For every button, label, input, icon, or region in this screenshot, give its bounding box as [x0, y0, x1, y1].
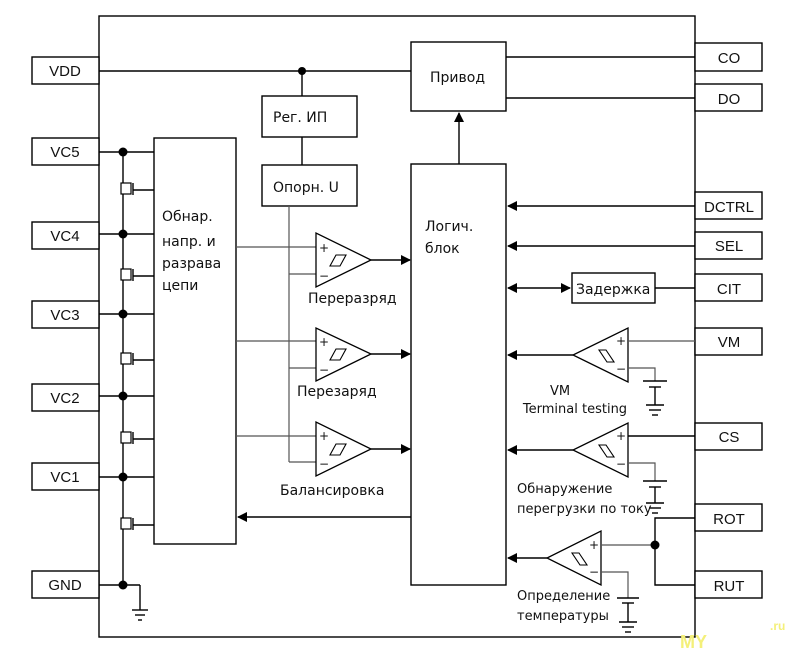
pin-dctrl[interactable]: DCTRL	[694, 191, 763, 220]
balancing-mosfet-4	[120, 268, 154, 281]
overdischarge-label: Переразряд	[308, 291, 397, 307]
pin-vc4[interactable]: VC4	[31, 221, 100, 250]
watermark-right: .ru	[770, 619, 785, 633]
balancing-mosfet-5	[120, 182, 154, 195]
pin-vc5[interactable]: VC5	[31, 137, 100, 166]
svg-text:−: −	[319, 269, 329, 283]
pin-sel[interactable]: SEL	[694, 231, 763, 260]
pin-co-label: CO	[718, 50, 741, 67]
detector-label-line3: разрава	[162, 256, 221, 272]
pin-cit-label: CIT	[717, 281, 741, 298]
pin-vc3-label: VC3	[50, 307, 79, 324]
vm-label-line1: VM	[550, 384, 570, 399]
comparator-balancing: + − Балансировка	[236, 420, 411, 499]
comparator-temperature: + − Определение температуры	[507, 517, 695, 633]
comparator-overcurrent: + − Обнаружение перегрузки по току	[507, 421, 695, 517]
overcurrent-label-line2: перегрузки по току	[517, 502, 652, 517]
balancing-mosfet-3	[120, 352, 154, 365]
driver-block: Привод	[410, 41, 507, 112]
vm-label-line2: Terminal testing	[522, 402, 627, 417]
driver-label: Привод	[430, 70, 485, 86]
balancing-label: Балансировка	[280, 483, 384, 499]
reference-label: Опорн. U	[273, 180, 339, 196]
pin-gnd[interactable]: GND	[31, 570, 100, 599]
detector-label-line4: цепи	[162, 278, 198, 294]
svg-text:−: −	[616, 362, 626, 376]
comparator-vm: + − VM Terminal testing	[507, 326, 695, 417]
pin-sel-label: SEL	[715, 238, 743, 255]
pin-rot[interactable]: ROT	[694, 503, 763, 532]
detector-block: Обнар. напр. и разрава цепи	[153, 137, 237, 545]
balancing-mosfet-1	[120, 517, 154, 530]
hysteresis-icon	[329, 443, 347, 456]
svg-text:+: +	[319, 335, 329, 349]
hysteresis-icon	[329, 254, 347, 267]
pin-dctrl-label: DCTRL	[704, 199, 754, 216]
comparator-overdischarge: + − Переразряд	[236, 231, 411, 307]
pin-vc3[interactable]: VC3	[31, 300, 100, 329]
pin-vc1-label: VC1	[50, 469, 79, 486]
reference-block: Опорн. U	[261, 164, 358, 207]
balancing-mosfet-2	[120, 431, 154, 444]
hysteresis-icon	[597, 444, 616, 458]
delay-label: Задержка	[576, 282, 650, 298]
overcurrent-label-line1: Обнаружение	[517, 482, 612, 497]
svg-text:−: −	[319, 457, 329, 471]
svg-text:+: +	[616, 334, 626, 348]
pin-rut[interactable]: RUT	[694, 570, 763, 599]
pin-cs[interactable]: CS	[694, 422, 763, 451]
hysteresis-icon	[570, 552, 589, 566]
pin-gnd-label: GND	[48, 577, 82, 594]
junction-dot	[650, 540, 660, 550]
svg-text:+: +	[319, 429, 329, 443]
pin-vc1[interactable]: VC1	[31, 462, 100, 491]
delay-block: Задержка	[571, 272, 656, 304]
comparator-overcharge: + − Перезаряд	[236, 326, 411, 400]
detector-label-line1: Обнар.	[162, 209, 213, 225]
hysteresis-icon	[597, 349, 616, 363]
ground-icon	[132, 585, 148, 621]
hysteresis-icon	[329, 348, 347, 361]
detector-label-line2: напр. и	[162, 234, 216, 250]
regulator-block: Рег. ИП	[261, 95, 358, 138]
svg-text:−: −	[616, 457, 626, 471]
svg-text:+: +	[319, 241, 329, 255]
pin-cit[interactable]: CIT	[694, 273, 763, 302]
svg-text:+: +	[589, 538, 599, 552]
svg-text:+: +	[616, 429, 626, 443]
pin-vm[interactable]: VM	[694, 327, 763, 356]
pin-vdd-label: VDD	[49, 63, 81, 80]
temperature-label-line1: Определение	[517, 589, 610, 604]
svg-text:−: −	[589, 565, 599, 579]
logic-label-line2: блок	[425, 241, 460, 257]
svg-text:−: −	[319, 363, 329, 377]
pin-vc4-label: VC4	[50, 228, 79, 245]
pin-rut-label: RUT	[714, 578, 745, 595]
pin-vc2-label: VC2	[50, 390, 79, 407]
pin-do-label: DO	[718, 91, 741, 108]
logic-label-line1: Логич.	[425, 219, 473, 235]
pin-rot-label: ROT	[713, 511, 745, 528]
pin-vc2[interactable]: VC2	[31, 383, 100, 412]
pin-vm-label: VM	[718, 334, 741, 351]
pin-vdd[interactable]: VDD	[31, 56, 100, 85]
watermark-left: MY	[680, 632, 707, 652]
logic-block: Логич. блок	[410, 163, 507, 586]
pin-vc5-label: VC5	[50, 144, 79, 161]
temperature-label-line2: температуры	[517, 609, 609, 624]
cell-tap-network	[99, 147, 154, 590]
overcharge-label: Перезаряд	[297, 384, 377, 400]
pin-cs-label: CS	[719, 429, 740, 446]
regulator-label: Рег. ИП	[273, 110, 327, 126]
pin-do[interactable]: DO	[694, 83, 763, 112]
pin-co[interactable]: CO	[694, 42, 763, 72]
